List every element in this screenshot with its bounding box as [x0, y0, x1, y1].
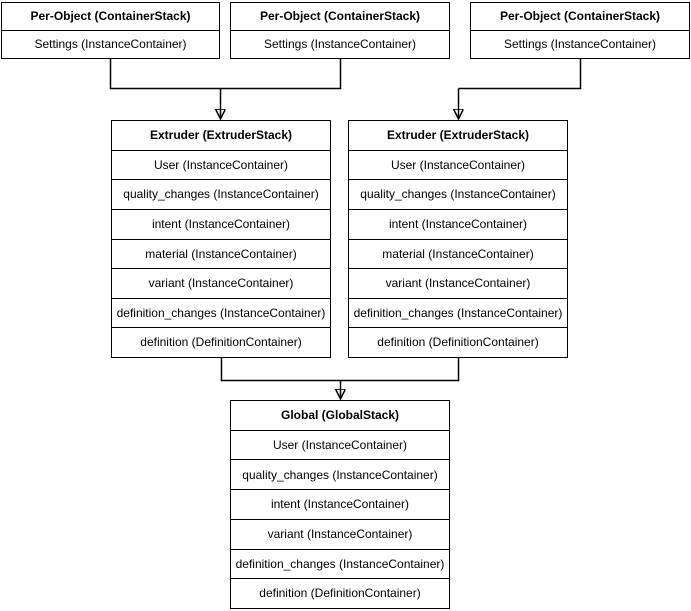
row-user: User (InstanceContainer) [349, 149, 567, 180]
row-user: User (InstanceContainer) [231, 429, 449, 460]
row-definition-changes: definition_changes (InstanceContainer) [349, 297, 567, 328]
box-title: Extruder (ExtruderStack) [386, 128, 530, 143]
extruder-stack-2: Extruder (ExtruderStack) User (InstanceC… [348, 120, 568, 358]
row-settings: Settings (InstanceContainer) [471, 30, 689, 58]
connector-perobject12-to-extruder-left [109, 59, 342, 90]
box-title: Extruder (ExtruderStack) [149, 128, 293, 143]
per-object-stack-1: Per-Object (ContainerStack) Settings (In… [1, 2, 220, 59]
row-variant: variant (InstanceContainer) [349, 268, 567, 298]
connector-perobject3-to-extruder-right [458, 59, 582, 90]
box-title: Global (GlobalStack) [280, 408, 400, 423]
box-title: Per-Object (ContainerStack) [499, 9, 661, 24]
row-variant: variant (InstanceContainer) [112, 268, 330, 298]
row-quality-changes: quality_changes (InstanceContainer) [112, 179, 330, 209]
connector-extruders-to-global [220, 358, 460, 382]
row-definition-changes: definition_changes (InstanceContainer) [112, 297, 330, 328]
row-definition: definition (DefinitionContainer) [112, 327, 330, 357]
box-title: Per-Object (ContainerStack) [259, 9, 421, 24]
extruder-stack-1: Extruder (ExtruderStack) User (InstanceC… [111, 120, 331, 358]
row-variant: variant (InstanceContainer) [231, 518, 449, 549]
row-quality-changes: quality_changes (InstanceContainer) [349, 179, 567, 209]
box-title: Per-Object (ContainerStack) [30, 9, 191, 24]
row-quality-changes: quality_changes (InstanceContainer) [231, 459, 449, 489]
row-material: material (InstanceContainer) [349, 238, 567, 269]
global-stack: Global (GlobalStack) User (InstanceConta… [230, 400, 450, 609]
row-settings: Settings (InstanceContainer) [2, 30, 219, 58]
row-intent: intent (InstanceContainer) [112, 208, 330, 239]
row-intent: intent (InstanceContainer) [231, 489, 449, 519]
row-definition: definition (DefinitionContainer) [349, 327, 567, 357]
per-object-stack-3: Per-Object (ContainerStack) Settings (In… [470, 2, 690, 59]
row-definition: definition (DefinitionContainer) [231, 578, 449, 608]
row-definition-changes: definition_changes (InstanceContainer) [231, 548, 449, 579]
row-settings: Settings (InstanceContainer) [231, 30, 449, 58]
row-user: User (InstanceContainer) [112, 149, 330, 180]
per-object-stack-2: Per-Object (ContainerStack) Settings (In… [230, 2, 450, 59]
row-intent: intent (InstanceContainer) [349, 208, 567, 239]
row-material: material (InstanceContainer) [112, 238, 330, 269]
